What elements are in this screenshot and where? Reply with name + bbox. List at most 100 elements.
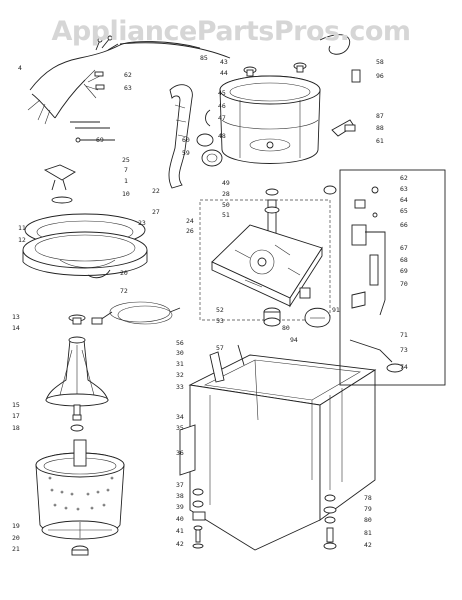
wire-connectors xyxy=(70,71,115,143)
switch-assembly xyxy=(351,186,386,316)
callout-71: 71 xyxy=(400,331,408,339)
switch-bracket xyxy=(43,164,76,191)
callout-22: 22 xyxy=(152,187,160,195)
callout-79: 79 xyxy=(364,505,372,513)
hose-20-upper xyxy=(87,269,111,279)
seal-parts-59-60 xyxy=(196,133,223,167)
callout-26: 26 xyxy=(186,227,194,235)
callout-69-inset: 69 xyxy=(400,267,408,275)
callout-46: 46 xyxy=(218,102,226,110)
callout-78: 78 xyxy=(364,494,372,502)
callout-34: 34 xyxy=(176,413,184,421)
cabinet xyxy=(188,354,377,551)
callout-19: 19 xyxy=(12,522,20,530)
callout-68: 68 xyxy=(400,256,408,264)
clamp-46 xyxy=(205,109,211,127)
callout-66: 66 xyxy=(400,221,408,229)
wire-harness xyxy=(27,35,201,125)
gear-plate xyxy=(211,224,323,308)
motor-91 xyxy=(304,307,331,328)
drive-block-21 xyxy=(71,545,89,556)
callout-35: 35 xyxy=(176,424,184,432)
callout-32: 32 xyxy=(176,371,184,379)
callout-25: 25 xyxy=(122,156,130,164)
callout-37: 37 xyxy=(176,481,184,489)
rod-57 xyxy=(237,344,245,366)
callout-73: 73 xyxy=(400,346,408,354)
callout-58: 58 xyxy=(376,58,384,66)
spin-basket-19 xyxy=(35,439,125,537)
agitator-cap-13 xyxy=(68,314,86,325)
callout-30: 30 xyxy=(176,349,184,357)
inlet-hose-58 xyxy=(319,34,351,55)
callout-14: 14 xyxy=(12,324,20,332)
callout-63-inset: 63 xyxy=(400,185,408,193)
callout-67: 67 xyxy=(400,244,408,252)
site-watermark: AppliancePartsPros.com xyxy=(51,16,411,47)
shaft-parts-17-18 xyxy=(70,414,84,432)
callout-81: 81 xyxy=(364,529,372,537)
callout-43: 43 xyxy=(220,58,228,66)
fitting-96 xyxy=(351,69,361,83)
callout-20: 20 xyxy=(12,534,20,542)
callout-60: 60 xyxy=(182,136,190,144)
callout-10: 10 xyxy=(122,190,130,198)
fill-hose-85 xyxy=(119,42,231,59)
callout-12: 12 xyxy=(18,236,26,244)
callout-40: 40 xyxy=(176,515,184,523)
callout-41: 41 xyxy=(176,527,184,535)
callout-51: 51 xyxy=(222,211,230,219)
inset-panel xyxy=(339,169,446,386)
callout-74: 74 xyxy=(400,363,408,371)
pulley-52 xyxy=(263,307,281,327)
clip-part-10 xyxy=(51,196,73,204)
callout-57: 57 xyxy=(216,344,224,352)
callout-18: 18 xyxy=(12,424,20,432)
callout-24: 24 xyxy=(186,217,194,225)
callout-45: 45 xyxy=(218,89,226,97)
tub-cover-12 xyxy=(22,231,148,276)
callout-42-foot: 42 xyxy=(364,541,372,549)
callout-48: 48 xyxy=(218,132,226,140)
callout-50: 50 xyxy=(222,201,230,209)
callout-15: 15 xyxy=(12,401,20,409)
agitator-base-15 xyxy=(45,393,109,416)
callout-20-upper: 20 xyxy=(120,269,128,277)
hose-30-32 xyxy=(209,351,225,383)
tub-fittings-43-44 xyxy=(243,62,307,77)
callout-7: 7 xyxy=(124,166,128,174)
callout-59: 59 xyxy=(182,149,190,157)
leveling-foot-right xyxy=(323,494,337,550)
callout-21: 21 xyxy=(12,545,20,553)
callout-23: 23 xyxy=(138,219,146,227)
basket-base-20 xyxy=(41,520,119,540)
callout-13: 13 xyxy=(12,313,20,321)
power-cord-72 xyxy=(91,301,181,325)
callout-42: 42 xyxy=(176,540,184,548)
pump-hose-45 xyxy=(168,84,193,189)
callout-56: 56 xyxy=(176,339,184,347)
callout-88: 88 xyxy=(376,124,384,132)
agitator-14 xyxy=(45,336,109,401)
lid-switch-71-74 xyxy=(349,339,404,373)
callout-87: 87 xyxy=(376,112,384,120)
callout-17: 17 xyxy=(12,412,20,420)
callout-11: 11 xyxy=(18,224,26,232)
callout-70: 70 xyxy=(400,280,408,288)
cabinet-bracket-34 xyxy=(179,424,196,476)
callout-63: 63 xyxy=(124,84,132,92)
callout-80-foot: 80 xyxy=(364,516,372,524)
pipe-87-88 xyxy=(331,119,356,137)
callout-31: 31 xyxy=(176,360,184,368)
callout-69: 69 xyxy=(96,136,104,144)
callout-72: 72 xyxy=(120,287,128,295)
callout-85: 85 xyxy=(200,54,208,62)
callout-47: 47 xyxy=(218,114,226,122)
callout-33: 33 xyxy=(176,383,184,391)
callout-1: 1 xyxy=(124,177,128,185)
callout-62-inset: 62 xyxy=(400,174,408,182)
leveling-foot-left xyxy=(192,488,206,549)
outer-tub-47 xyxy=(219,75,321,164)
callout-64: 64 xyxy=(400,196,408,204)
